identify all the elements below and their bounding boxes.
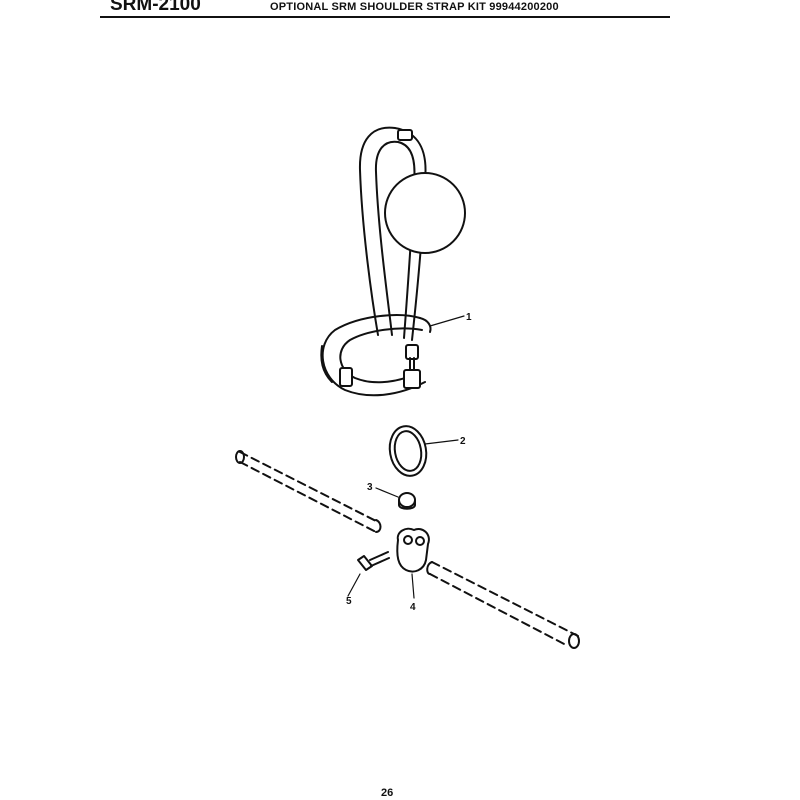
callout-2: 2 (460, 436, 466, 447)
callout-1: 1 (466, 312, 472, 323)
shoulder-strap-harness (320, 126, 466, 397)
upper-shaft-dashed (235, 450, 382, 533)
o-ring (388, 425, 459, 477)
model-number: SRM-2100 (110, 0, 201, 15)
kit-title: OPTIONAL SRM SHOULDER STRAP KIT 99944200… (270, 1, 559, 13)
page-header: SRM-2100 OPTIONAL SRM SHOULDER STRAP KIT… (100, 0, 670, 18)
bolt (347, 551, 390, 597)
callout-5: 5 (346, 596, 352, 607)
page-number: 26 (381, 787, 394, 799)
hanger-clamp (396, 527, 430, 599)
callout-4: 4 (410, 602, 416, 613)
lower-shaft-dashed (426, 561, 580, 649)
callout-3: 3 (367, 482, 373, 493)
bushing (375, 487, 416, 510)
